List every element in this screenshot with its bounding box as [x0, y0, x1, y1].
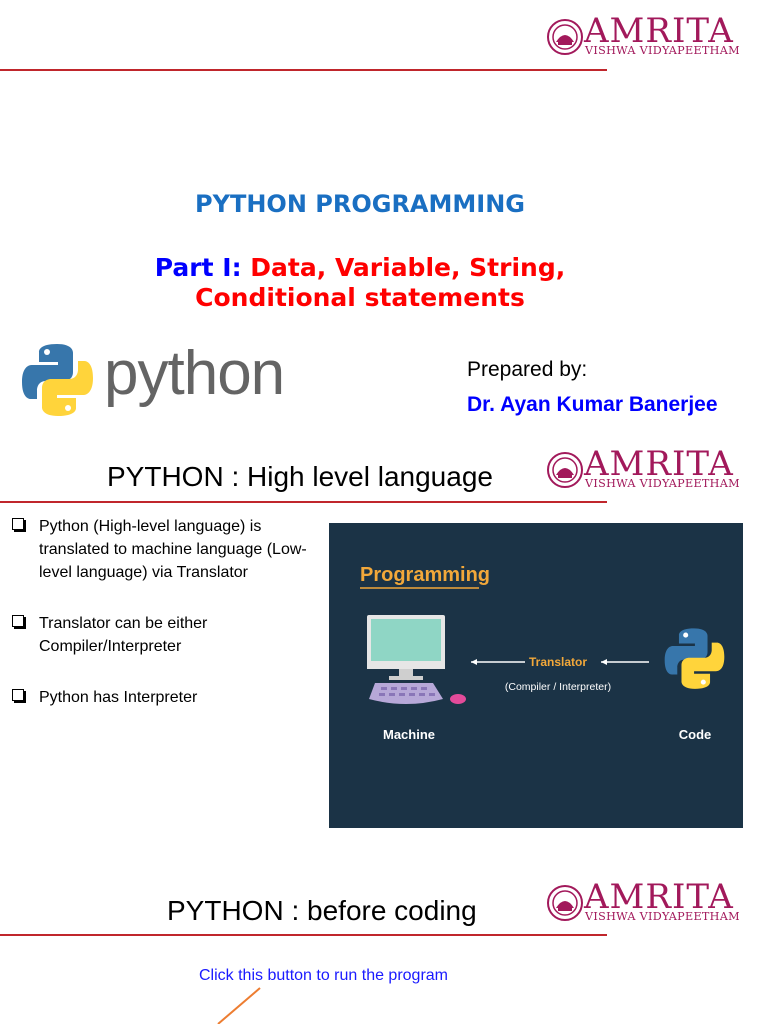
bullet-text: Python (High-level language) is translat… [39, 518, 307, 581]
checkbox-bullet-icon [12, 518, 24, 530]
python-icon [664, 628, 725, 689]
logo-subtitle: VISHWA VIDYAPEETHAM [585, 910, 740, 923]
bullet-item: Python (High-level language) is translat… [12, 515, 317, 584]
diagram-heading: Programming [360, 564, 490, 586]
part-heading: Part I: Data, Variable, String, Conditio… [0, 253, 720, 313]
main-title: PYTHON PROGRAMMING [195, 190, 525, 218]
logo-subtitle: VISHWA VIDYAPEETHAM [585, 44, 740, 57]
amrita-logo: AMRITA VISHWA VIDYAPEETHAM [546, 444, 756, 495]
logo-brand: AMRITA [584, 877, 734, 917]
bullet-text: Python has Interpreter [39, 689, 198, 706]
python-logo-icon [22, 344, 93, 416]
bullet-item: Python has Interpreter [12, 686, 317, 709]
prepared-by-label: Prepared by: [467, 358, 588, 381]
bullet-text: Translator can be either Compiler/Interp… [39, 615, 208, 655]
slide2-title: PYTHON : High level language [107, 461, 493, 492]
amrita-seal-icon [547, 452, 583, 488]
logo-subtitle: VISHWA VIDYAPEETHAM [585, 477, 740, 490]
amrita-logo: AMRITA VISHWA VIDYAPEETHAM [546, 877, 756, 928]
part-text-line1: Data, Variable, String, [250, 253, 566, 282]
header-rule [0, 69, 607, 71]
author-name: Dr. Ayan Kumar Banerjee [467, 393, 718, 416]
code-label: Code [679, 727, 712, 742]
slide3-rule [0, 934, 607, 936]
amrita-logo: AMRITA VISHWA VIDYAPEETHAM [546, 11, 756, 62]
part-label: Part I: [154, 253, 242, 282]
arrow-left-icon [601, 659, 649, 665]
translator-diagram: Programming Translator (Compiler / [329, 523, 743, 828]
amrita-seal-icon [547, 19, 583, 55]
bullet-item: Translator can be either Compiler/Interp… [12, 612, 317, 658]
logo-brand: AMRITA [584, 444, 734, 484]
bullet-list: Python (High-level language) is translat… [12, 515, 317, 737]
slide2-rule [0, 501, 607, 503]
run-button-note: Click this button to run the program [199, 967, 449, 984]
checkbox-bullet-icon [12, 615, 24, 627]
pointer-arrow-icon [217, 987, 261, 1024]
translator-sublabel: (Compiler / Interpreter) [505, 681, 611, 693]
slide3-title: PYTHON : before coding [167, 895, 477, 926]
logo-brand: AMRITA [584, 11, 734, 51]
checkbox-bullet-icon [12, 689, 24, 701]
computer-icon [367, 615, 466, 704]
part-text-line2: Conditional statements [195, 283, 525, 312]
amrita-seal-icon [547, 885, 583, 921]
python-wordmark: python [104, 339, 285, 408]
arrow-left-icon [471, 659, 525, 665]
machine-label: Machine [383, 727, 435, 742]
translator-label: Translator [529, 655, 587, 669]
